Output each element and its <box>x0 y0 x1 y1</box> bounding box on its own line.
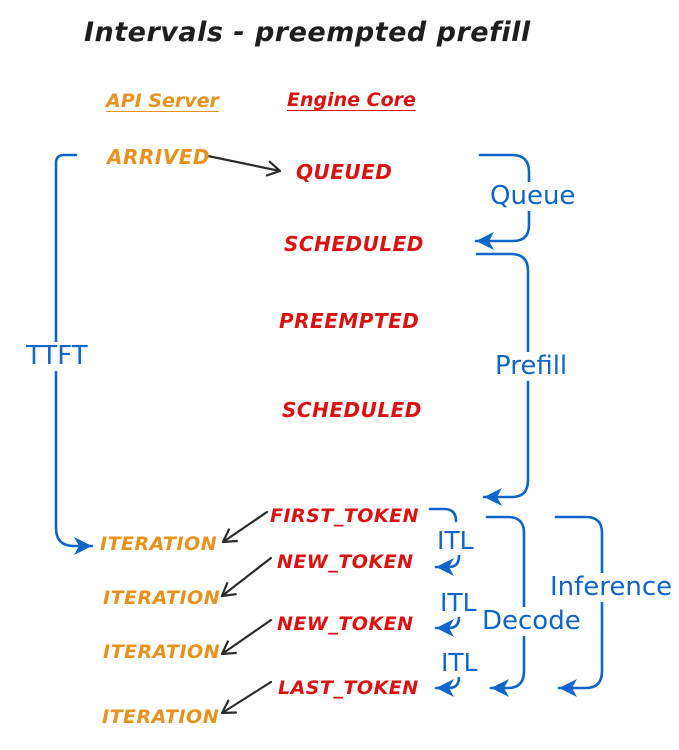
event-scheduled-2: SCHEDULED <box>282 398 422 422</box>
interval-label-ttft: TTFT <box>23 342 91 371</box>
event-iteration-1: ITERATION <box>100 533 218 555</box>
event-iteration-2: ITERATION <box>103 587 221 609</box>
event-last-token: LAST_TOKEN <box>278 677 419 699</box>
interval-label-itl-1: ITL <box>435 526 476 555</box>
event-iteration-4: ITERATION <box>102 706 220 728</box>
event-scheduled-1: SCHEDULED <box>284 232 424 256</box>
arrow-newtoken2-iteration <box>220 618 273 656</box>
itl-bracket-top <box>428 507 458 523</box>
interval-label-itl-3: ITL <box>439 648 480 677</box>
interval-label-prefill: Prefill <box>492 352 571 381</box>
arrow-newtoken1-iteration <box>220 556 273 598</box>
arrow-lasttoken-iteration <box>220 680 273 715</box>
diagram-title: Intervals - preempted prefill <box>84 17 531 48</box>
interval-label-itl-2: ITL <box>438 588 479 617</box>
arrow-arrived-queued <box>206 154 282 177</box>
event-queued: QUEUED <box>296 160 393 184</box>
arrow-firsttoken-iteration <box>221 510 269 544</box>
event-new-token-1: NEW_TOKEN <box>277 551 414 573</box>
event-preempted: PREEMPTED <box>279 309 420 333</box>
interval-label-inference: Inference <box>547 573 676 602</box>
event-new-token-2: NEW_TOKEN <box>277 613 414 635</box>
column-header-api-server: API Server <box>106 90 219 112</box>
inference-bracket <box>554 515 604 697</box>
event-first-token: FIRST_TOKEN <box>270 505 420 527</box>
interval-label-decode: Decode <box>479 607 584 636</box>
interval-label-queue: Queue <box>487 182 579 211</box>
column-header-engine-core: Engine Core <box>287 89 416 111</box>
event-arrived: ARRIVED <box>107 145 210 169</box>
event-iteration-3: ITERATION <box>103 641 221 663</box>
decode-bracket <box>485 515 526 697</box>
